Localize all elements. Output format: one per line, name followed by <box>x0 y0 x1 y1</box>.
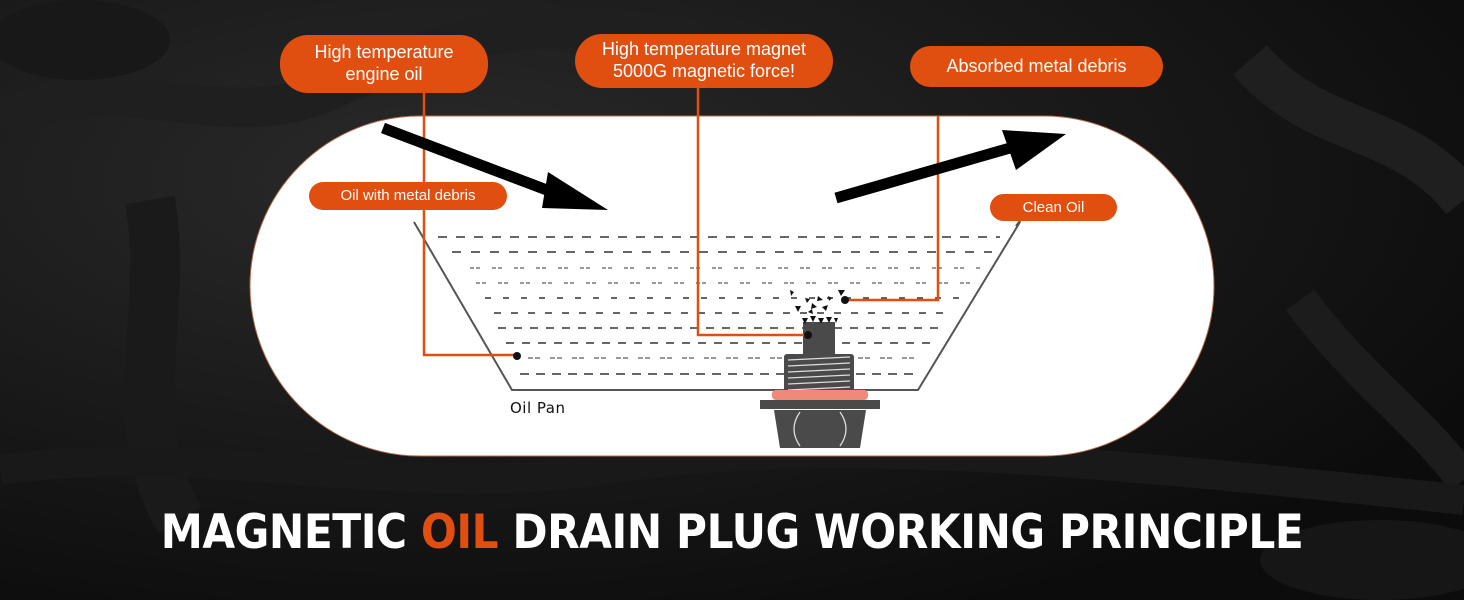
callout-oil-with-debris-text: Oil with metal debris <box>340 187 476 204</box>
callout-magnet: High temperature magnet 5000G magnetic f… <box>575 34 833 88</box>
title-accent: OIL <box>420 505 499 560</box>
leader-dot-absorbed <box>841 296 849 304</box>
oil-pan-outline <box>413 221 1021 391</box>
outflow-arrow <box>834 130 1066 204</box>
callout-clean-oil-text: Clean Oil <box>1022 198 1085 216</box>
diagram-panel <box>249 115 1215 457</box>
sealing-washer <box>772 390 868 400</box>
title-suffix: DRAIN PLUG WORKING PRINCIPLE <box>498 505 1304 560</box>
plug-hex-head <box>774 410 866 448</box>
inflow-arrow <box>381 122 608 210</box>
callout-engine-oil: High temperature engine oil <box>280 35 488 93</box>
callout-magnet-line2: 5000G magnetic force! <box>612 61 796 81</box>
plug-flange <box>760 400 880 409</box>
leader-absorbed <box>846 116 940 302</box>
leader-magnet <box>696 86 808 337</box>
leader-lines <box>422 86 1023 357</box>
leader-engine-oil <box>422 92 516 357</box>
drain-plug <box>760 322 880 448</box>
callout-engine-oil-text: High temperature engine oil <box>314 42 454 84</box>
callout-clean-oil: Clean Oil <box>990 194 1117 221</box>
leader-dot-magnet <box>804 331 812 339</box>
callout-oil-with-debris: Oil with metal debris <box>309 182 507 210</box>
leader-dot-engine-oil <box>513 352 521 360</box>
title-prefix: MAGNETIC <box>160 505 421 560</box>
page-title: MAGNETIC OIL DRAIN PLUG WORKING PRINCIPL… <box>73 505 1391 560</box>
oil-pan-label: Oil Pan <box>510 399 566 417</box>
callout-absorbed-debris: Absorbed metal debris <box>910 46 1163 87</box>
oil-lines <box>438 236 1000 375</box>
callout-absorbed-debris-text: Absorbed metal debris <box>946 55 1127 76</box>
metal-debris <box>790 290 845 324</box>
callout-magnet-line1: High temperature magnet <box>601 39 807 60</box>
